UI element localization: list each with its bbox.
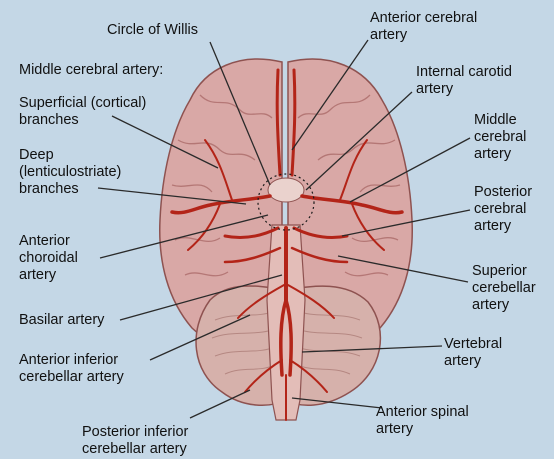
label-superficial-branches: Superficial (cortical) branches [19, 95, 146, 129]
label-basilar-artery: Basilar artery [19, 312, 104, 329]
label-circle-of-willis: Circle of Willis [107, 22, 198, 39]
label-internal-carotid-artery: Internal carotid artery [416, 64, 512, 98]
label-anterior-choroidal-artery: Anterior choroidal artery [19, 233, 78, 284]
label-anterior-cerebral-artery: Anterior cerebral artery [370, 10, 477, 44]
label-vertebral-artery: Vertebral artery [444, 336, 502, 370]
label-superior-cerebellar-artery: Superior cerebellar artery [472, 263, 536, 314]
label-posterior-inferior-cerebellar-artery: Posterior inferior cerebellar artery [82, 424, 188, 458]
label-posterior-cerebral-artery: Posterior cerebral artery [474, 184, 532, 235]
label-anterior-spinal-artery: Anterior spinal artery [376, 404, 469, 438]
label-middle-cerebral-heading: Middle cerebral artery: [19, 62, 163, 79]
label-deep-branches: Deep (lenticulostriate) branches [19, 147, 121, 198]
leader-pica [190, 390, 250, 418]
optic-chiasm [268, 178, 304, 202]
label-anterior-inferior-cerebellar-artery: Anterior inferior cerebellar artery [19, 352, 124, 386]
label-middle-cerebral-artery: Middle cerebral artery [474, 112, 526, 163]
